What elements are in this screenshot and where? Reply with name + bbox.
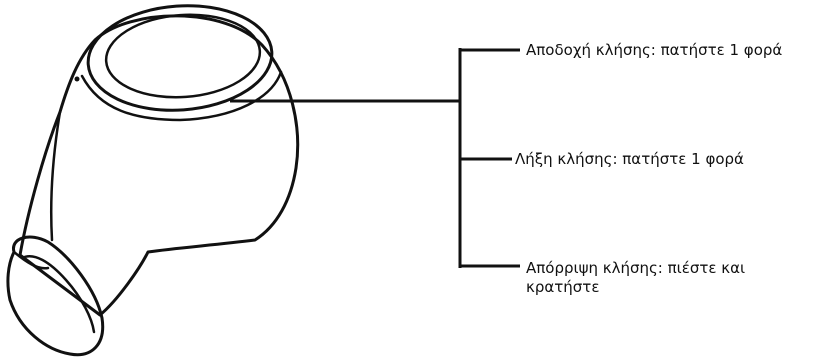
touch-surface-inner <box>104 13 262 99</box>
ear-tip-rim <box>12 250 50 270</box>
earbud-lower-curve <box>50 110 62 242</box>
earbud-body-outline <box>18 14 300 317</box>
end-call-label: Λήξη κλήσης: πατήστε 1 φορά <box>515 150 744 168</box>
ear-tip-outline <box>6 235 105 357</box>
touch-surface-outer <box>86 4 274 112</box>
microphone-hole <box>74 76 80 82</box>
reject-call-label: Απόρριψη κλήσης: πιέστε και κρατήστε <box>526 259 746 296</box>
answer-call-label: Αποδοχή κλήσης: πατήστε 1 φορά <box>526 41 783 59</box>
ear-tip-inner <box>20 255 96 334</box>
callout-lines <box>230 48 520 268</box>
earbud-icon <box>6 4 300 357</box>
earbud-inner-rim <box>80 70 283 122</box>
